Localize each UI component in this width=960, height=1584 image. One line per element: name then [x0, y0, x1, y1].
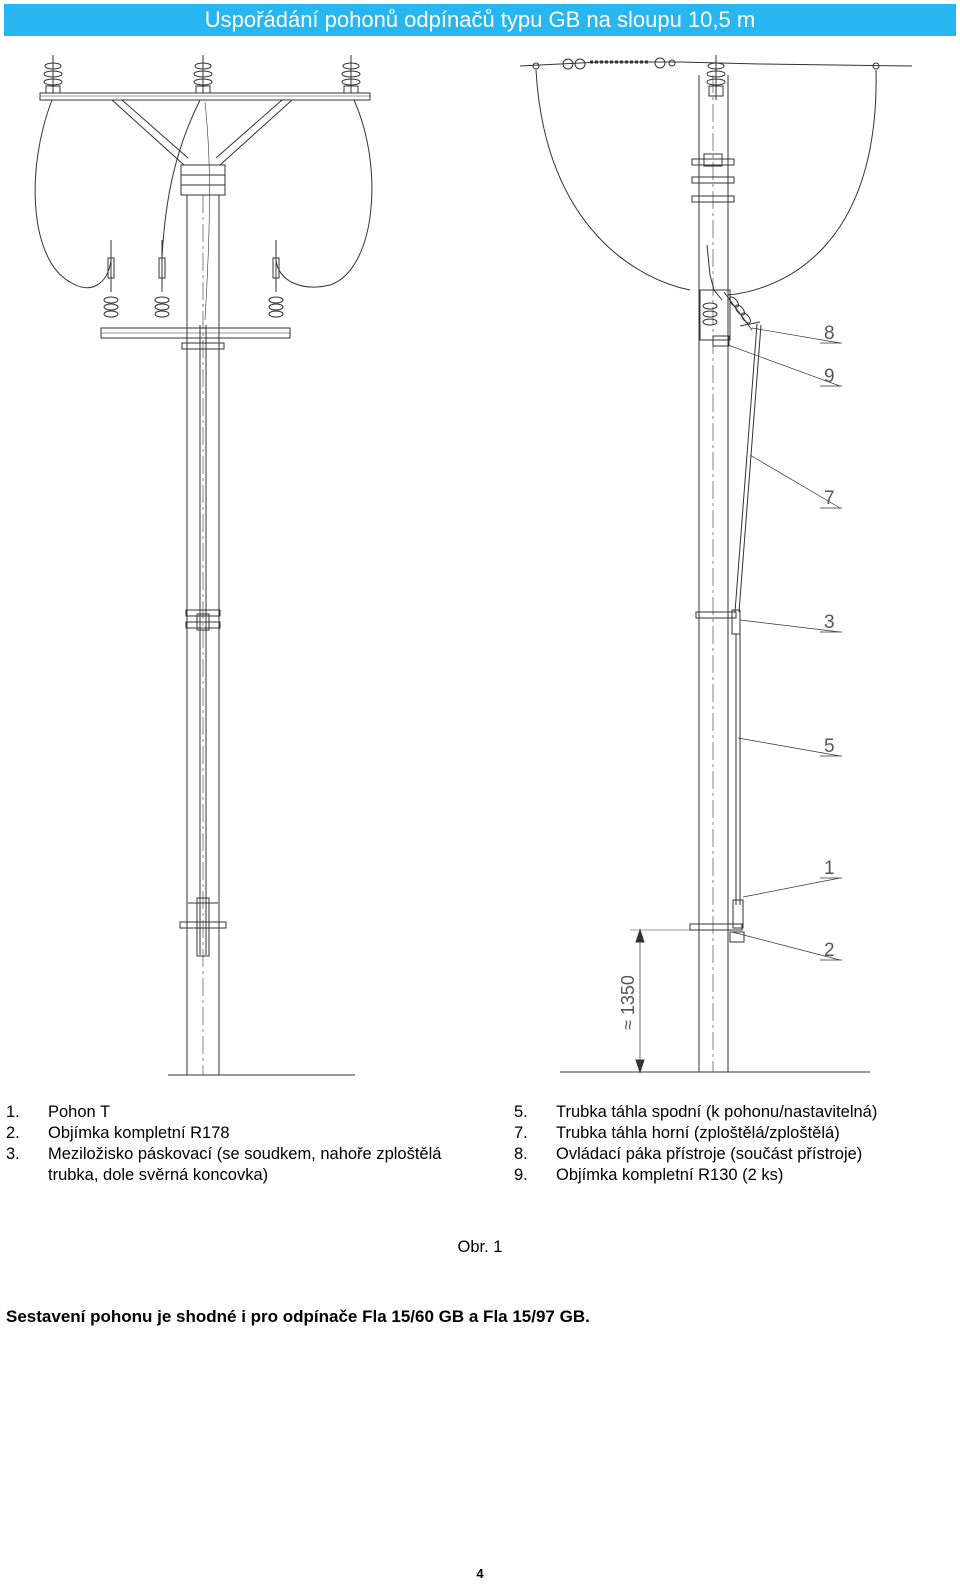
callout-label: 3 [824, 612, 835, 633]
legend-text: Pohon T [48, 1103, 111, 1121]
callout-label: 1 [824, 858, 835, 879]
disconnector-icon [154, 240, 170, 318]
technical-drawing: 8 9 7 3 5 1 2 ≈ 1350 [34, 55, 913, 1076]
insulator-icon [193, 55, 213, 94]
legend-text: Trubka táhla horní (zploštělá/zploštělá) [556, 1124, 840, 1142]
side-view [519, 55, 913, 1074]
legend-item: 7. Trubka táhla horní (zploštělá/zploště… [514, 1123, 954, 1144]
insulator-icon [341, 55, 361, 94]
callout-label: 5 [824, 736, 835, 757]
legend-item: 3. Meziložisko páskovací (se soudkem, na… [6, 1144, 446, 1186]
assembly-note: Sestavení pohonu je shodné i pro odpínač… [6, 1307, 590, 1326]
title-bar: Uspořádání pohonů odpínačů typu GB na sl… [4, 4, 956, 36]
disconnector-icon [103, 240, 119, 318]
callout-label: 7 [824, 488, 835, 509]
legend-text: Trubka táhla spodní (k pohonu/nastavitel… [556, 1103, 878, 1121]
legend-text: Objímka kompletní R178 [48, 1124, 230, 1142]
strain-clamp-icon [532, 57, 880, 70]
legend-text: Objímka kompletní R130 (2 ks) [556, 1166, 784, 1184]
insulator-icon [706, 55, 726, 100]
callout-label: 9 [824, 366, 835, 387]
legend-item: 8. Ovládací páka přístroje (součást přís… [514, 1144, 954, 1165]
legend-item: 2. Objímka kompletní R178 [6, 1123, 446, 1144]
legend-right: 5. Trubka táhla spodní (k pohonu/nastavi… [514, 1102, 954, 1186]
legend-number: 8. [514, 1145, 528, 1163]
legend-item: 9. Objímka kompletní R130 (2 ks) [514, 1165, 954, 1186]
legend-number: 1. [6, 1103, 20, 1121]
front-view [34, 55, 373, 1076]
legend-item: 1. Pohon T [6, 1102, 446, 1123]
legend-item: 5. Trubka táhla spodní (k pohonu/nastavi… [514, 1102, 954, 1123]
legend-number: 5. [514, 1103, 528, 1121]
callout-label: 2 [824, 940, 835, 961]
legend-left: 1. Pohon T 2. Objímka kompletní R178 3. … [6, 1102, 446, 1186]
legend-number: 2. [6, 1124, 20, 1142]
callout-label: 8 [824, 323, 835, 344]
legend-number: 7. [514, 1124, 528, 1142]
legend-text: Ovládací páka přístroje (součást přístro… [556, 1145, 863, 1163]
switch-unit-icon [699, 244, 753, 347]
legend-text: Meziložisko páskovací (se soudkem, nahoř… [48, 1145, 442, 1184]
figure-caption: Obr. 1 [457, 1238, 503, 1256]
legend-number: 3. [6, 1145, 20, 1163]
dimension-label: ≈ 1350 [618, 975, 638, 1030]
legend-number: 9. [514, 1166, 528, 1184]
page-number: 4 [476, 1566, 484, 1581]
insulator-icon [43, 55, 63, 94]
disconnector-icon [268, 240, 284, 318]
page-title: Uspořádání pohonů odpínačů typu GB na sl… [204, 7, 756, 32]
